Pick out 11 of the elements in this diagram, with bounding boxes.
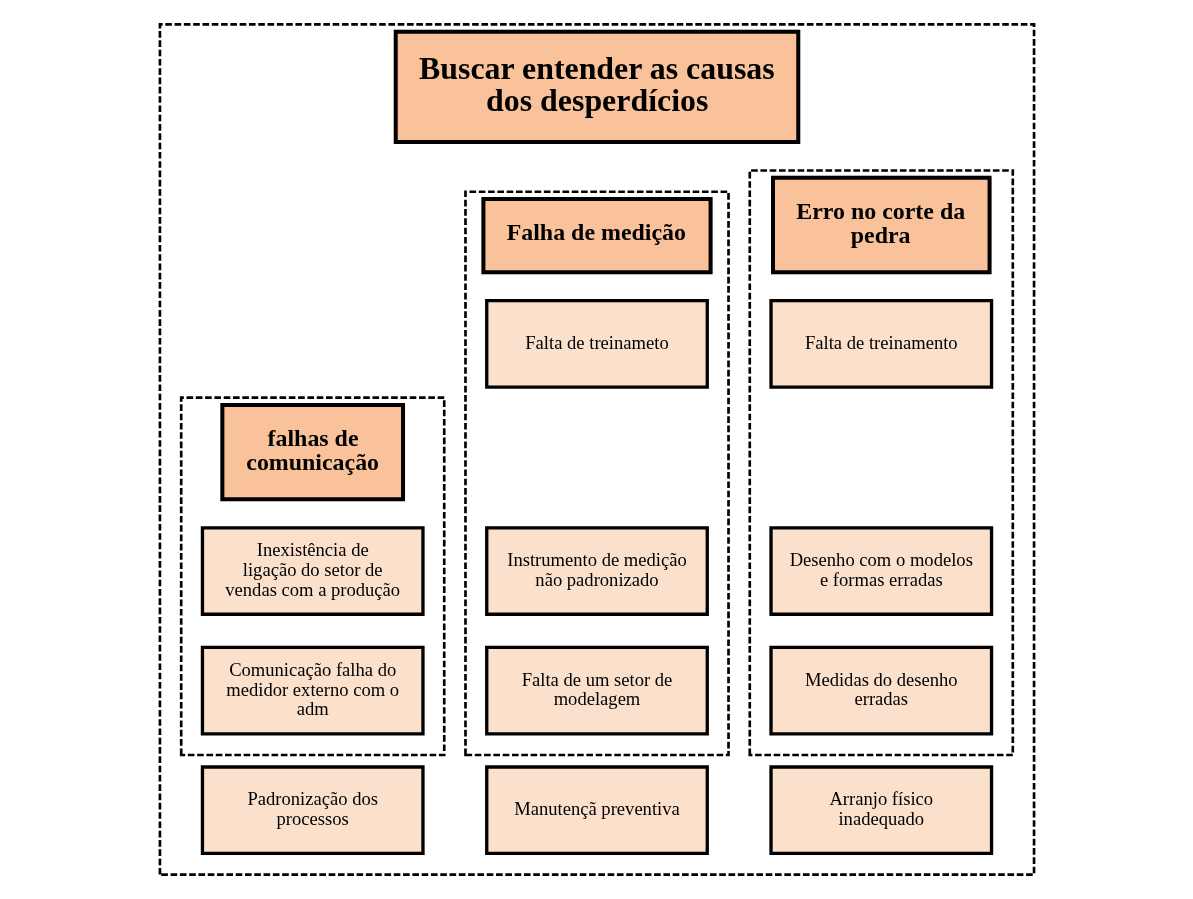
- node-box: Padronização dos processos: [200, 765, 425, 855]
- node-box: Falta de treinamento: [768, 299, 993, 389]
- node-box: Comunicação falha do medidor externo com o adm: [200, 645, 425, 736]
- node-box: Falta de treinameto: [484, 299, 709, 389]
- node-box: Falta de um setor de modelagem: [484, 645, 709, 736]
- node-box: Medidas do desenho erradas: [768, 645, 993, 736]
- node-box: Inexistência de ligação do setor de vendas com a produção: [200, 526, 425, 616]
- node-box: Manutençã preventiva: [484, 765, 709, 855]
- node-box: Arranjo físico inadequado: [768, 765, 993, 855]
- node-box: Desenho com o modelos e formas erradas: [768, 526, 993, 616]
- node-box: Instrumento de medição não padronizado: [484, 526, 709, 616]
